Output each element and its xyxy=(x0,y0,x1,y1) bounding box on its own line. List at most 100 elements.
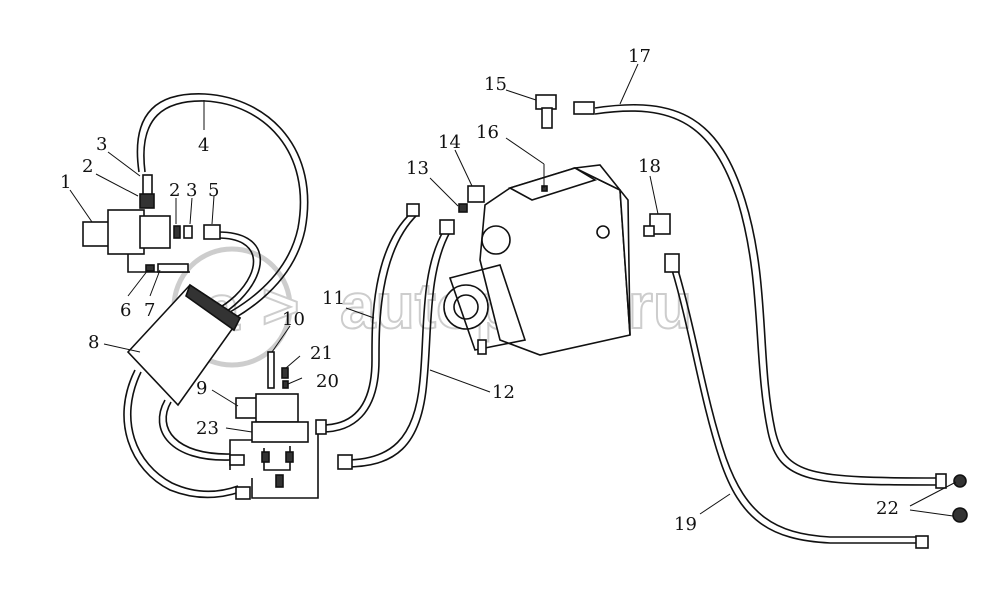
hose-11-inner xyxy=(321,213,419,433)
callout-18: 18 xyxy=(638,156,661,177)
part-6-bolt xyxy=(145,264,155,272)
hose-middle-inner xyxy=(165,401,231,455)
part-17-fitting-bottom xyxy=(935,473,947,489)
leader-8 xyxy=(103,343,141,353)
leader-5 xyxy=(211,195,215,225)
callout-9: 9 xyxy=(196,378,207,399)
valve-plug-b xyxy=(285,451,294,463)
leader-3b xyxy=(189,197,193,225)
reservoir-top xyxy=(185,283,242,332)
callout-16: 16 xyxy=(476,122,499,143)
callout-10: 10 xyxy=(282,309,305,330)
leader-20 xyxy=(287,377,303,385)
leader-11 xyxy=(345,307,375,319)
callout-21: 21 xyxy=(310,343,333,364)
leader-19 xyxy=(699,493,731,515)
callout-20: 20 xyxy=(316,371,339,392)
leader-3a xyxy=(107,151,141,177)
callout-1: 1 xyxy=(60,172,71,193)
leader-14 xyxy=(454,149,473,187)
part-22-cap-b xyxy=(952,507,968,523)
hose-17-inner xyxy=(594,110,941,486)
housing-drain-plug xyxy=(477,339,487,355)
part-2-washer xyxy=(173,225,181,239)
hose-17-outer xyxy=(594,104,941,479)
callout-19: 19 xyxy=(674,514,697,535)
leader-22a xyxy=(909,481,957,507)
part-17-fitting xyxy=(573,101,595,115)
callout-8: 8 xyxy=(88,332,99,353)
callout-2a: 2 xyxy=(82,156,93,177)
hose-12-inner xyxy=(344,231,451,468)
leader-10 xyxy=(271,325,291,353)
callout-4: 4 xyxy=(198,135,209,156)
part-3-washer xyxy=(183,225,193,239)
part-23-valve-base xyxy=(251,421,309,443)
part-19-fitting-top xyxy=(664,253,680,273)
part-18-elbow xyxy=(649,213,671,235)
hose-lower-left-outer xyxy=(123,369,241,499)
leader-21 xyxy=(285,355,301,369)
hose-lower-left-inner xyxy=(130,371,239,493)
callout-14: 14 xyxy=(438,132,461,153)
cylinder-body xyxy=(139,215,171,249)
callout-5: 5 xyxy=(208,180,219,201)
leader-16 xyxy=(505,137,545,165)
leader-23 xyxy=(225,427,253,433)
callout-23: 23 xyxy=(196,418,219,439)
fitting-lower-a xyxy=(229,454,245,466)
leader-7 xyxy=(149,269,161,297)
hose-11-outer xyxy=(321,211,413,426)
leader-15 xyxy=(505,89,537,101)
callout-2b: 2 xyxy=(169,180,180,201)
part-20-washer xyxy=(282,380,289,389)
callout-7: 7 xyxy=(144,300,155,321)
pulley-inner xyxy=(453,294,479,320)
callout-labels: 1 2 3 4 2 3 5 6 7 8 9 10 11 12 13 14 15 … xyxy=(60,46,899,535)
part-2-washer-top xyxy=(139,193,155,209)
callout-11: 11 xyxy=(322,288,345,309)
housing-body xyxy=(479,167,631,356)
hose-middle-outer xyxy=(158,399,231,461)
hoses xyxy=(123,93,941,544)
hose-4-inner xyxy=(143,100,302,324)
pulley-flange xyxy=(448,264,527,351)
valve-plug-c xyxy=(275,474,284,488)
leader-1 xyxy=(69,189,93,223)
valve-plug-a xyxy=(261,451,270,463)
hose-12-outer xyxy=(344,229,445,461)
part-22-cap-a xyxy=(953,474,967,488)
part-5-fitting xyxy=(203,224,221,240)
callout-15: 15 xyxy=(484,74,507,95)
part-9-valve-body xyxy=(255,393,299,423)
part-21-nut xyxy=(281,367,289,379)
hose-19-inner xyxy=(677,269,922,538)
callout-17: 17 xyxy=(628,46,651,67)
part-10-bolt xyxy=(267,351,275,389)
fitting-12-top xyxy=(439,219,455,235)
part-1-master-cylinder xyxy=(82,174,171,255)
cylinder-flange xyxy=(107,209,145,255)
callout-3b: 3 xyxy=(186,180,197,201)
part-15-stem xyxy=(541,107,553,129)
leader-12 xyxy=(429,369,491,393)
housing-top-face xyxy=(507,167,597,201)
fitting-lower-b xyxy=(235,486,251,500)
leader-9 xyxy=(211,389,239,407)
leader-lines xyxy=(69,63,957,517)
hose-19-outer xyxy=(671,269,922,544)
hose-4-outer xyxy=(136,93,309,331)
part-18-nut xyxy=(643,225,655,237)
leader-18 xyxy=(649,175,659,215)
part-15-elbow xyxy=(535,94,557,110)
fitting-12-end xyxy=(337,454,353,470)
callout-22: 22 xyxy=(876,498,899,519)
housing-side-port xyxy=(481,225,511,255)
valve-tube-b xyxy=(251,430,319,499)
part-19-fitting-bottom xyxy=(915,535,929,549)
transmission-housing xyxy=(443,164,631,356)
fitting-11-end xyxy=(315,419,327,435)
leader-6 xyxy=(127,269,149,297)
